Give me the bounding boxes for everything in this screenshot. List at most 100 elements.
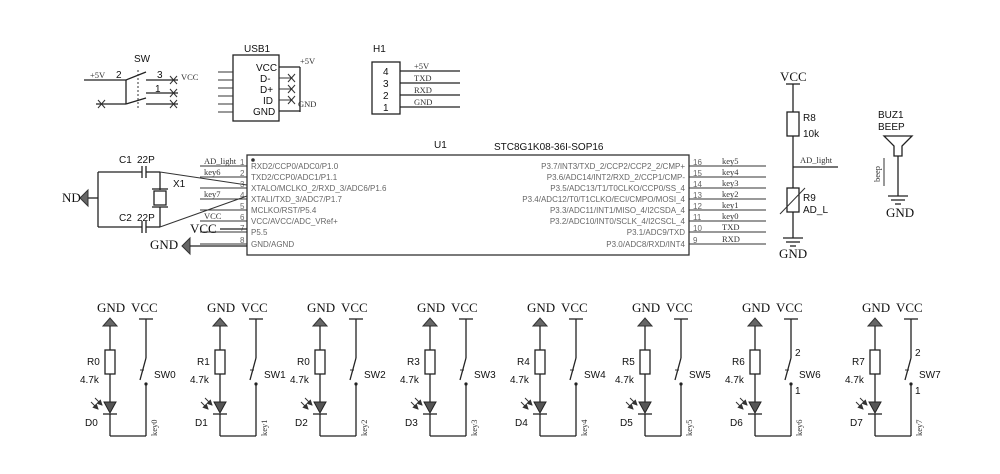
ldr-vcc: VCC bbox=[780, 69, 807, 84]
r8-value: 10k bbox=[803, 129, 820, 140]
resistor-value: 4.7k bbox=[845, 375, 865, 386]
r8-body bbox=[786, 111, 800, 137]
r9-value: AD_L bbox=[803, 205, 828, 216]
led-ref: D1 bbox=[195, 418, 208, 429]
resistor-value: 4.7k bbox=[400, 375, 420, 386]
mcu-right-pin-number: 13 bbox=[693, 191, 702, 200]
c1-value: 22P bbox=[137, 155, 155, 166]
resistor-body bbox=[314, 349, 326, 375]
led-icon bbox=[638, 401, 652, 415]
channel-vcc-label: VCC bbox=[776, 300, 803, 315]
ground-symbol bbox=[421, 317, 439, 327]
channel-gnd-label: GND bbox=[417, 300, 445, 315]
mcu-u1-block: U1 STC8G1K08-36I-SOP16 RXD2/CCP0/ADC0/P1… bbox=[200, 140, 766, 256]
resistor-body bbox=[639, 349, 651, 375]
header-h1-block: H1 4 3 2 1 +5V TXD RXD GND bbox=[371, 44, 460, 115]
power-switch-block: SW +5V 2 3 1 VCC bbox=[84, 54, 199, 109]
mcu-right-pin-number: 15 bbox=[693, 169, 702, 178]
led-icon bbox=[313, 401, 327, 415]
r8-ref: R8 bbox=[803, 113, 816, 124]
h1-net-gnd: GND bbox=[414, 97, 432, 107]
led-ref: D2 bbox=[295, 418, 308, 429]
sw-vcc-net: VCC bbox=[181, 72, 199, 82]
led-ref: D5 bbox=[620, 418, 633, 429]
led-ref: D4 bbox=[515, 418, 528, 429]
led-ref: D3 bbox=[405, 418, 418, 429]
channel-key-net: key3 bbox=[469, 419, 479, 436]
led-ref: D0 bbox=[85, 418, 98, 429]
channel-vcc-label: VCC bbox=[131, 300, 158, 315]
sw-pin3: 3 bbox=[157, 70, 163, 81]
ground-symbol bbox=[746, 317, 764, 327]
mcu-left-net: key6 bbox=[204, 167, 221, 177]
ground-symbol bbox=[866, 317, 884, 327]
mcu-right-pin-number: 11 bbox=[693, 213, 702, 222]
resistor-ref: R6 bbox=[732, 357, 745, 368]
switch-pin-number: 1 bbox=[795, 386, 801, 397]
mcu-left-pin-label: XTALO/MCLKO_2/RXD_3/ADC6/P1.6 bbox=[251, 184, 387, 193]
led-icon bbox=[533, 401, 547, 415]
c2-value: 22P bbox=[137, 213, 155, 224]
channel-key-net: key5 bbox=[684, 419, 694, 436]
channel-vcc-label: VCC bbox=[561, 300, 588, 315]
buzzer-part: BEEP bbox=[878, 122, 905, 133]
mcu-left-pin-number: 4 bbox=[240, 191, 245, 200]
mcu-gnd-label: GND bbox=[150, 237, 178, 252]
ground-symbol bbox=[181, 236, 191, 256]
buzzer-gnd: GND bbox=[886, 205, 914, 220]
sw-5v-net: +5V bbox=[90, 70, 106, 80]
mcu-right-pin-number: 12 bbox=[693, 202, 702, 211]
led-icon bbox=[423, 401, 437, 415]
led-ref: D7 bbox=[850, 418, 863, 429]
channel-vcc-label: VCC bbox=[451, 300, 478, 315]
h1-pin4: 4 bbox=[383, 67, 389, 78]
ldr-net: AD_light bbox=[800, 155, 833, 165]
mcu-left-pin-number: 8 bbox=[240, 236, 245, 245]
switch-ref: SW6 bbox=[799, 370, 821, 381]
r9-ref: R9 bbox=[803, 193, 816, 204]
mcu-body bbox=[246, 154, 690, 256]
switch-ref: SW3 bbox=[474, 370, 496, 381]
resistor-ref: R5 bbox=[622, 357, 635, 368]
mcu-right-pin-label: P3.5/ADC13/T1/T0CLKO/CCP0/SS_4 bbox=[550, 184, 685, 193]
mcu-right-pin-number: 10 bbox=[693, 224, 702, 233]
ground-symbol bbox=[79, 188, 89, 208]
channel-key-net: key6 bbox=[794, 419, 804, 436]
channel-gnd-label: GND bbox=[862, 300, 890, 315]
led-ref: D6 bbox=[730, 418, 743, 429]
channel-vcc-label: VCC bbox=[241, 300, 268, 315]
channel-vcc-label: VCC bbox=[341, 300, 368, 315]
resistor-body bbox=[214, 349, 226, 375]
resistor-ref: R0 bbox=[297, 357, 310, 368]
channel-key-net: key7 bbox=[914, 419, 924, 436]
channel-key-net: key1 bbox=[259, 419, 269, 436]
sw-pin1: 1 bbox=[155, 84, 161, 95]
crystal-gnd-label: ND bbox=[62, 190, 81, 205]
switch-ref: SW5 bbox=[689, 370, 711, 381]
resistor-value: 4.7k bbox=[615, 375, 635, 386]
h1-net-rxd: RXD bbox=[414, 85, 432, 95]
resistor-value: 4.7k bbox=[290, 375, 310, 386]
channel-gnd-label: GND bbox=[97, 300, 125, 315]
ground-symbol bbox=[636, 317, 654, 327]
h1-net-txd: TXD bbox=[414, 73, 431, 83]
mcu-right-pin-label: P3.3/ADC11/INT1/MISO_4/I2CSDA_4 bbox=[550, 206, 686, 215]
mcu-left-pin-label: TXD2/CCP0/ADC1/P1.1 bbox=[251, 173, 338, 182]
channel-gnd-label: GND bbox=[632, 300, 660, 315]
usb-gnd-net: GND bbox=[298, 99, 316, 109]
resistor-value: 4.7k bbox=[510, 375, 530, 386]
buzzer-block: BUZ1 BEEP GND beep bbox=[872, 110, 914, 220]
switch-ref: SW1 bbox=[264, 370, 286, 381]
usb-pin-vcc: VCC bbox=[256, 63, 277, 74]
speaker-icon bbox=[882, 135, 914, 157]
h1-pin1: 1 bbox=[383, 103, 389, 114]
mcu-ref: U1 bbox=[434, 140, 447, 151]
mcu-left-pin-label: VCC/AVCC/ADC_VRef+ bbox=[251, 217, 338, 226]
h1-pin2: 2 bbox=[383, 91, 389, 102]
